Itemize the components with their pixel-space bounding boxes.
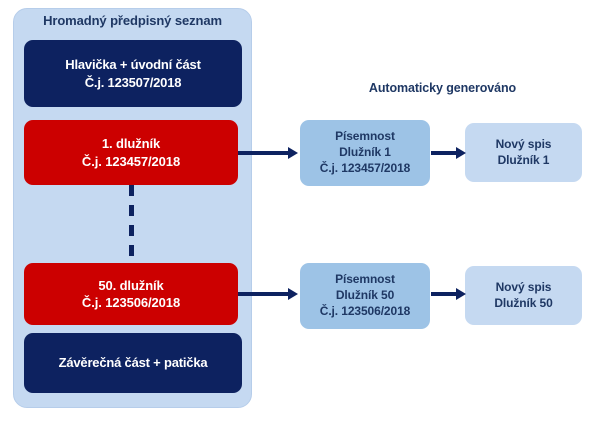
block-debtor-50: 50. dlužník Č.j. 123506/2018 bbox=[24, 263, 238, 325]
block-newfile-debtor-50: Nový spis Dlužník 50 bbox=[465, 266, 582, 325]
block-document-debtor-1-line-1: Písemnost bbox=[335, 129, 395, 144]
block-header-line-1: Hlavička + úvodní část bbox=[65, 57, 201, 73]
block-document-debtor-50-line-1: Písemnost bbox=[335, 272, 395, 287]
block-debtor-1-line-2: Č.j. 123457/2018 bbox=[81, 153, 181, 169]
block-footer-line-1: Závěrečná část + patička bbox=[58, 355, 208, 371]
arrow-document-1-to-newfile-1 bbox=[431, 151, 457, 155]
block-newfile-debtor-50-line-1: Nový spis bbox=[495, 279, 552, 294]
block-newfile-debtor-1-line-2: Dlužník 1 bbox=[497, 152, 550, 167]
block-document-debtor-50-line-2: Dlužník 50 bbox=[335, 288, 395, 303]
arrow-document-50-to-newfile-50 bbox=[431, 292, 457, 296]
block-newfile-debtor-1: Nový spis Dlužník 1 bbox=[465, 123, 582, 182]
arrow-debtor-50-to-document-50 bbox=[238, 292, 289, 296]
block-debtor-50-line-1: 50. dlužník bbox=[98, 277, 164, 293]
bulk-list-panel-title: Hromadný předpisný seznam bbox=[43, 13, 222, 28]
block-header-line-2: Č.j. 123507/2018 bbox=[84, 74, 182, 90]
block-debtor-1-line-1: 1. dlužník bbox=[101, 136, 161, 152]
block-document-debtor-50-line-3: Č.j. 123506/2018 bbox=[319, 303, 411, 318]
generated-section-label: Automaticky generováno bbox=[368, 81, 517, 95]
block-footer: Závěrečná část + patička bbox=[24, 333, 242, 393]
dashed-continuation-connector bbox=[129, 185, 134, 263]
block-header: Hlavička + úvodní část Č.j. 123507/2018 bbox=[24, 40, 242, 107]
block-document-debtor-1: Písemnost Dlužník 1 Č.j. 123457/2018 bbox=[300, 120, 430, 186]
block-document-debtor-1-line-2: Dlužník 1 bbox=[339, 145, 391, 160]
block-debtor-1: 1. dlužník Č.j. 123457/2018 bbox=[24, 120, 238, 185]
block-document-debtor-1-line-3: Č.j. 123457/2018 bbox=[319, 160, 411, 175]
arrow-debtor-1-to-document-1 bbox=[238, 151, 289, 155]
block-newfile-debtor-1-line-1: Nový spis bbox=[495, 136, 552, 151]
block-document-debtor-50: Písemnost Dlužník 50 Č.j. 123506/2018 bbox=[300, 263, 430, 329]
block-debtor-50-line-2: Č.j. 123506/2018 bbox=[81, 295, 181, 310]
block-newfile-debtor-50-line-2: Dlužník 50 bbox=[494, 295, 553, 310]
